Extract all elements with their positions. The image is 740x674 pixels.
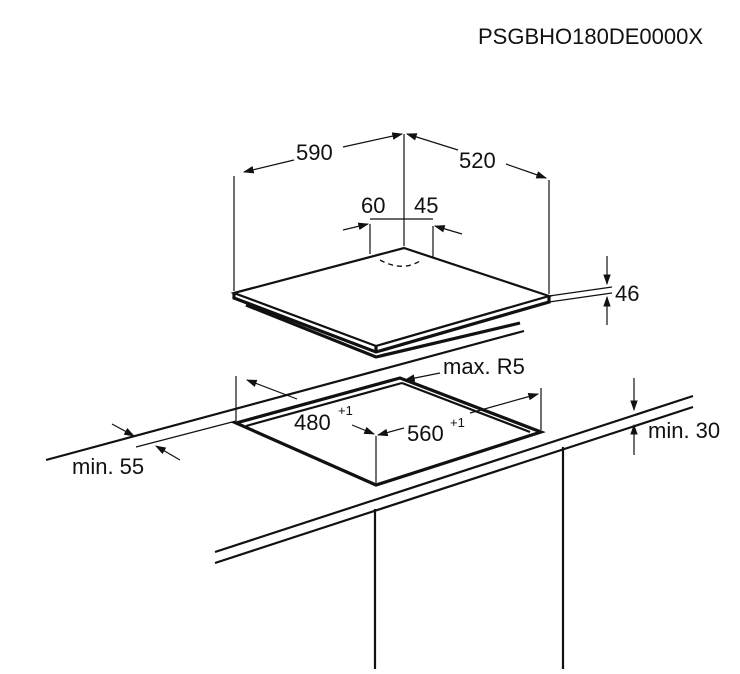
dim-min-below-label: min. 30 [648, 418, 720, 443]
worktop-cutout [231, 376, 546, 487]
gas-connection-marker [379, 259, 421, 267]
dim-min-front-label: min. 55 [72, 454, 144, 479]
dim-height-label: 46 [615, 281, 639, 306]
hob-base [245, 303, 521, 359]
hob [230, 246, 553, 359]
hob-front-edge [232, 293, 551, 354]
model-code: PSGBHO180DE0000X [478, 24, 703, 49]
hob-dimensions: 590 520 60 45 46 [233, 132, 639, 325]
dim-radius-label: max. R5 [443, 354, 525, 379]
hob-top-surface [230, 246, 553, 348]
cutout-inner-back-left [245, 381, 403, 428]
dim-width-label: 590 [296, 140, 333, 165]
dim-offset-left-label: 60 [361, 193, 385, 218]
dim-cutout-depth-tolerance: +1 [338, 403, 353, 418]
dim-cutout-width-label: 560 [407, 421, 444, 446]
dim-depth-label: 520 [459, 148, 496, 173]
worktop-front-edge-top [214, 394, 694, 554]
cutout-inner-back-right [401, 381, 531, 434]
dim-cutout-depth-label: 480 [294, 410, 331, 435]
worktop [45, 329, 694, 669]
worktop-back-edge [45, 329, 525, 462]
cutout-dimensions: max. R5 480 +1 560 +1 min. 55 min. 30 [72, 354, 720, 483]
dim-offset-right-label: 45 [414, 193, 438, 218]
worktop-front-edge-bottom [214, 405, 694, 565]
dim-cutout-width-tolerance: +1 [450, 415, 465, 430]
